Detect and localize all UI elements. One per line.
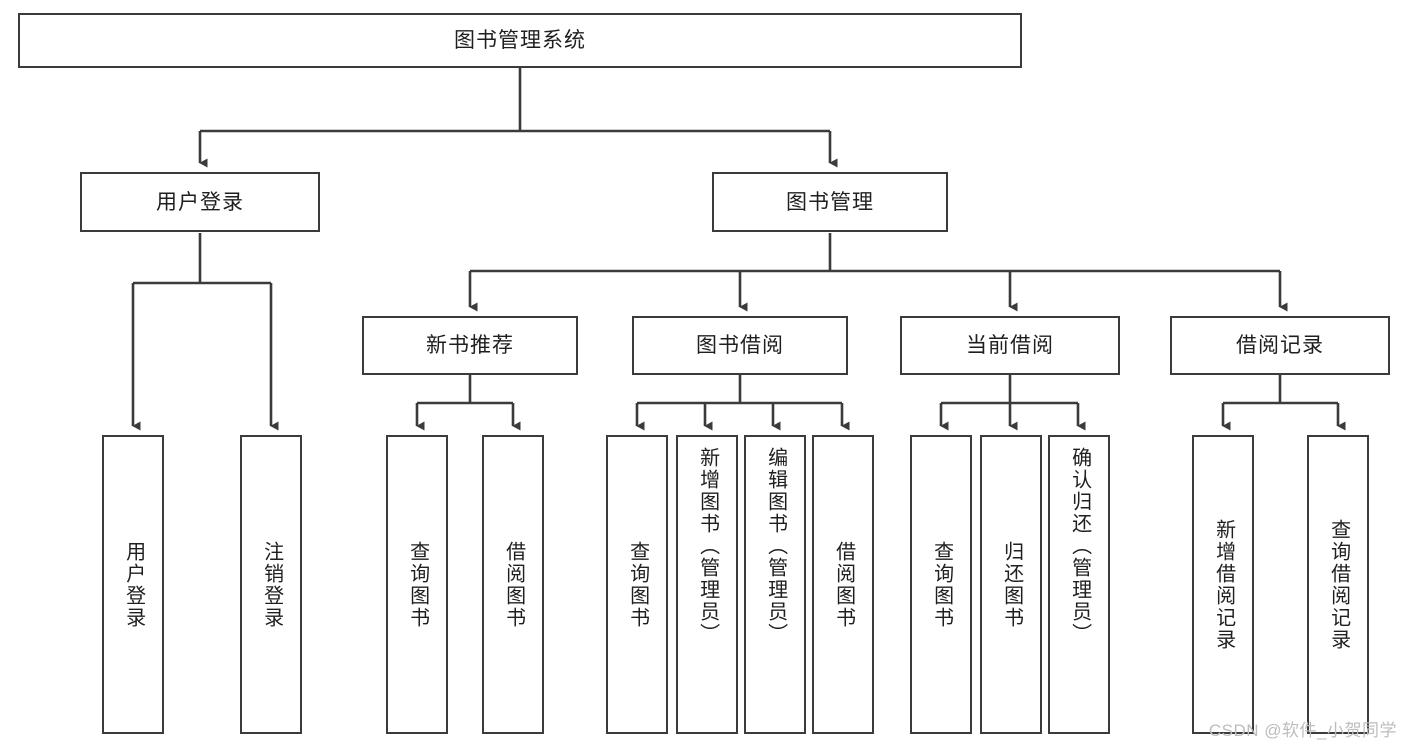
node-label: 用户登录 xyxy=(156,190,244,214)
leaf-borrow-borrow-book[interactable]: 借阅图书 xyxy=(812,435,874,734)
node-label: 图书借阅 xyxy=(696,334,784,357)
node-label: 新书推荐 xyxy=(426,334,514,357)
node-borrow-record[interactable]: 借阅记录 xyxy=(1170,316,1390,375)
leaf-borrow-query-book[interactable]: 查询图书 xyxy=(606,435,668,734)
node-user-login[interactable]: 用户登录 xyxy=(80,172,320,232)
node-label: 新增借阅记录 xyxy=(1212,518,1235,651)
csdn-watermark: CSDN @软件_小贺同学 xyxy=(1208,721,1397,740)
node-label: 借阅记录 xyxy=(1236,334,1324,357)
node-book-borrow[interactable]: 图书借阅 xyxy=(632,316,848,375)
leaf-current-confirm-return-admin[interactable]: 确认归还（管理员） xyxy=(1048,435,1110,734)
node-label: 查询图书 xyxy=(626,540,649,629)
leaf-user-login-signout[interactable]: 注销登录 xyxy=(240,435,302,734)
leaf-record-add-record[interactable]: 新增借阅记录 xyxy=(1192,435,1254,734)
leaf-record-query-record[interactable]: 查询借阅记录 xyxy=(1307,435,1369,734)
leaf-new-book-borrow[interactable]: 借阅图书 xyxy=(482,435,544,734)
node-label: 当前借阅 xyxy=(966,334,1054,357)
node-current-borrow[interactable]: 当前借阅 xyxy=(900,316,1120,375)
node-book-management[interactable]: 图书管理 xyxy=(712,172,948,232)
node-label: 查询借阅记录 xyxy=(1327,518,1350,651)
node-label: 查询图书 xyxy=(406,540,429,629)
leaf-borrow-edit-book-admin[interactable]: 编辑图书（管理员） xyxy=(744,435,806,734)
node-root-system[interactable]: 图书管理系统 xyxy=(18,13,1022,68)
node-label: 归还图书 xyxy=(1000,540,1023,629)
node-label: 编辑图书（管理员） xyxy=(764,447,787,645)
leaf-borrow-add-book-admin[interactable]: 新增图书（管理员） xyxy=(676,435,738,734)
leaf-new-book-query[interactable]: 查询图书 xyxy=(386,435,448,734)
leaf-current-query-book[interactable]: 查询图书 xyxy=(910,435,972,734)
node-label: 借阅图书 xyxy=(502,540,525,629)
node-label: 用户登录 xyxy=(122,540,145,629)
node-label: 图书管理系统 xyxy=(454,29,586,52)
node-label: 图书管理 xyxy=(786,190,874,214)
node-label: 查询图书 xyxy=(930,540,953,629)
node-label: 注销登录 xyxy=(260,540,283,629)
node-label: 借阅图书 xyxy=(832,540,855,629)
leaf-current-return-book[interactable]: 归还图书 xyxy=(980,435,1042,734)
node-new-book-recommend[interactable]: 新书推荐 xyxy=(362,316,578,375)
node-label: 新增图书（管理员） xyxy=(696,447,719,645)
node-label: 确认归还（管理员） xyxy=(1068,447,1091,645)
leaf-user-login-signin[interactable]: 用户登录 xyxy=(102,435,164,734)
